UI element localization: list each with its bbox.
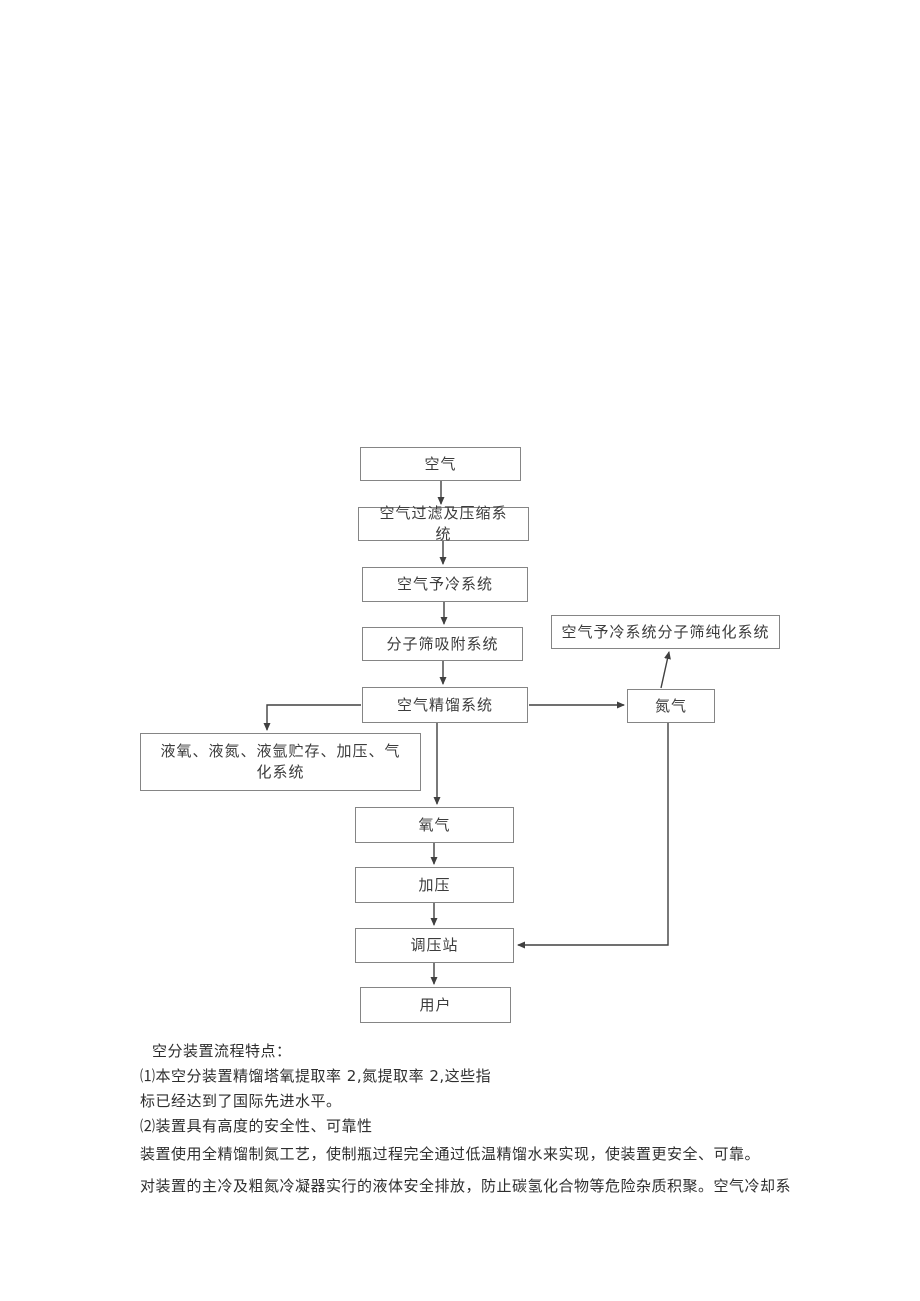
flow-node-filter-compression: 空气过滤及压缩系统 — [358, 504, 529, 543]
flow-node-regulator-station: 调压站 — [355, 928, 514, 963]
flow-node-pressurize: 加压 — [355, 867, 514, 903]
flow-node-user: 用户 — [360, 987, 511, 1023]
flow-node-purification: 空气予冷系统分子筛纯化系统 — [551, 615, 780, 649]
flow-node-air: 空气 — [360, 447, 521, 481]
flow-node-oxygen: 氧气 — [355, 807, 514, 843]
flow-node-precool: 空气予冷系统 — [362, 567, 528, 602]
flow-node-distillation: 空气精馏系统 — [362, 687, 528, 723]
notes-line: ⑵装置具有高度的安全性、可靠性 — [140, 1117, 373, 1135]
flow-node-molecular-sieve: 分子筛吸附系统 — [362, 627, 523, 661]
flow-node-liquid-storage: 液氧、液氮、液氩贮存、加压、气化系统 — [140, 733, 421, 791]
notes-line: 标已经达到了国际先进水平。 — [140, 1092, 342, 1110]
notes-title: 空分装置流程特点： — [152, 1042, 292, 1060]
connector-nitrogen-regulator — [517, 723, 669, 949]
flow-node-nitrogen: 氮气 — [627, 689, 715, 723]
notes-line: 装置使用全精馏制氮工艺，使制瓶过程完全通过低温精馏水来实现，使装置更安全、可靠。 — [140, 1145, 761, 1163]
notes-line: 对装置的主冷及粗氮冷凝器实行的液体安全排放，防止碳氢化合物等危险杂质积聚。空气冷… — [140, 1177, 792, 1195]
notes-line: ⑴本空分装置精馏塔氧提取率 2,氮提取率 2,这些指 — [140, 1067, 492, 1085]
connector-distill-storage — [263, 704, 361, 731]
connector-nitrogen-purify — [660, 651, 671, 689]
